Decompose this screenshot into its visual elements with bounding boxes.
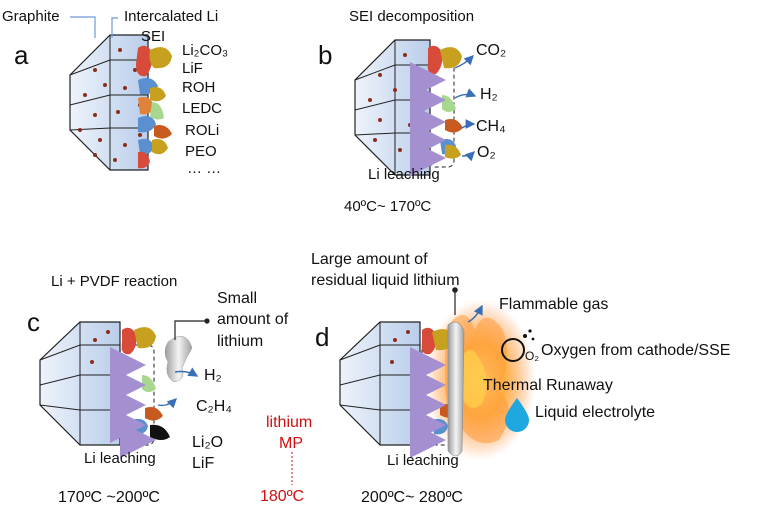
panel-c-temp: 170ºC ~200ºC bbox=[58, 489, 160, 506]
mp-label-lithium: lithium bbox=[266, 414, 313, 431]
panel-c-title: Li + PVDF reaction bbox=[51, 273, 178, 290]
sei-component-4: LEDC bbox=[182, 100, 223, 117]
sei-component-6: PEO bbox=[185, 143, 217, 160]
panel-c-leaching: Li leaching bbox=[84, 450, 156, 467]
panel-d-graphite bbox=[339, 321, 421, 446]
product-h2: H₂ bbox=[204, 367, 222, 384]
panel-a-leader-lines bbox=[70, 16, 118, 38]
oxygen-source-label: Oxygen from cathode/SSE bbox=[541, 342, 731, 359]
graphite-label: Graphite bbox=[2, 8, 60, 25]
product-li2o: Li₂O bbox=[192, 434, 224, 451]
panel-c-graphite bbox=[39, 321, 121, 446]
sei-component-more: … … bbox=[187, 160, 222, 177]
product-c2h4: C₂H₄ bbox=[196, 398, 232, 415]
sei-component-3: ROH bbox=[182, 79, 216, 96]
panel-d-title-line2: residual liquid lithium bbox=[311, 272, 460, 289]
intercalated-li-label: Intercalated Li bbox=[124, 8, 219, 25]
gas-h2: H₂ bbox=[480, 86, 498, 103]
lithium-note-line3: lithium bbox=[217, 333, 264, 350]
thermal-runaway-label: Thermal Runaway bbox=[483, 377, 613, 394]
panel-c-leach-arrows bbox=[110, 347, 156, 458]
gas-co2: CO₂ bbox=[476, 42, 507, 59]
product-lif: LiF bbox=[192, 455, 215, 472]
sei-component-1: Li₂CO₃ bbox=[182, 42, 229, 59]
sei-component-5: ROLi bbox=[185, 122, 220, 139]
panel-a-letter: a bbox=[14, 40, 29, 70]
panel-b-temp: 40ºC~ 170ºC bbox=[344, 198, 432, 215]
gas-ch4: CH₄ bbox=[476, 118, 506, 135]
panel-d-liquid-lithium bbox=[447, 321, 465, 457]
panel-c-gas-arrows bbox=[157, 367, 199, 409]
panel-a-sei-layer bbox=[136, 45, 172, 169]
panel-d-letter: d bbox=[315, 322, 330, 352]
panel-d-leader-line bbox=[452, 287, 458, 315]
panel-c-lithium-blob bbox=[164, 336, 193, 383]
panel-d-leach-arrows bbox=[410, 347, 446, 458]
panel-c-letter: c bbox=[27, 307, 40, 337]
lithium-note-line2: amount of bbox=[217, 311, 289, 328]
panel-d-leaching: Li leaching bbox=[387, 452, 459, 469]
gas-o2: O₂ bbox=[477, 144, 496, 161]
liquid-electrolyte-label: Liquid electrolyte bbox=[535, 404, 656, 421]
panel-b-letter: b bbox=[318, 40, 333, 70]
panel-c-leader-line bbox=[174, 318, 210, 340]
panel-d-temp: 200ºC~ 280ºC bbox=[361, 489, 463, 506]
oxygen-icon bbox=[501, 329, 535, 362]
mp-label-mp: MP bbox=[279, 435, 303, 452]
flammable-gas-label: Flammable gas bbox=[499, 296, 609, 313]
panel-d-flammable-arrow bbox=[467, 304, 483, 323]
panel-b-gas-arrows bbox=[454, 55, 477, 162]
lithium-note-line1: Small bbox=[217, 290, 258, 307]
panel-b-graphite bbox=[354, 39, 431, 176]
panel-a-graphite bbox=[69, 34, 149, 171]
sei-component-2: LiF bbox=[182, 60, 203, 77]
mp-temp: 180ºC bbox=[260, 488, 305, 505]
panel-b-title: SEI decomposition bbox=[349, 8, 475, 25]
panel-b-leaching: Li leaching bbox=[368, 166, 440, 183]
panel-d-title-line1: Large amount of bbox=[311, 251, 428, 268]
panel-b-leach-arrows bbox=[410, 62, 446, 176]
sei-label: SEI bbox=[141, 28, 166, 45]
liquid-drop-icon bbox=[505, 398, 529, 432]
oxygen-symbol: O₂ bbox=[525, 349, 539, 363]
panel-b-sei-layer bbox=[427, 45, 463, 168]
